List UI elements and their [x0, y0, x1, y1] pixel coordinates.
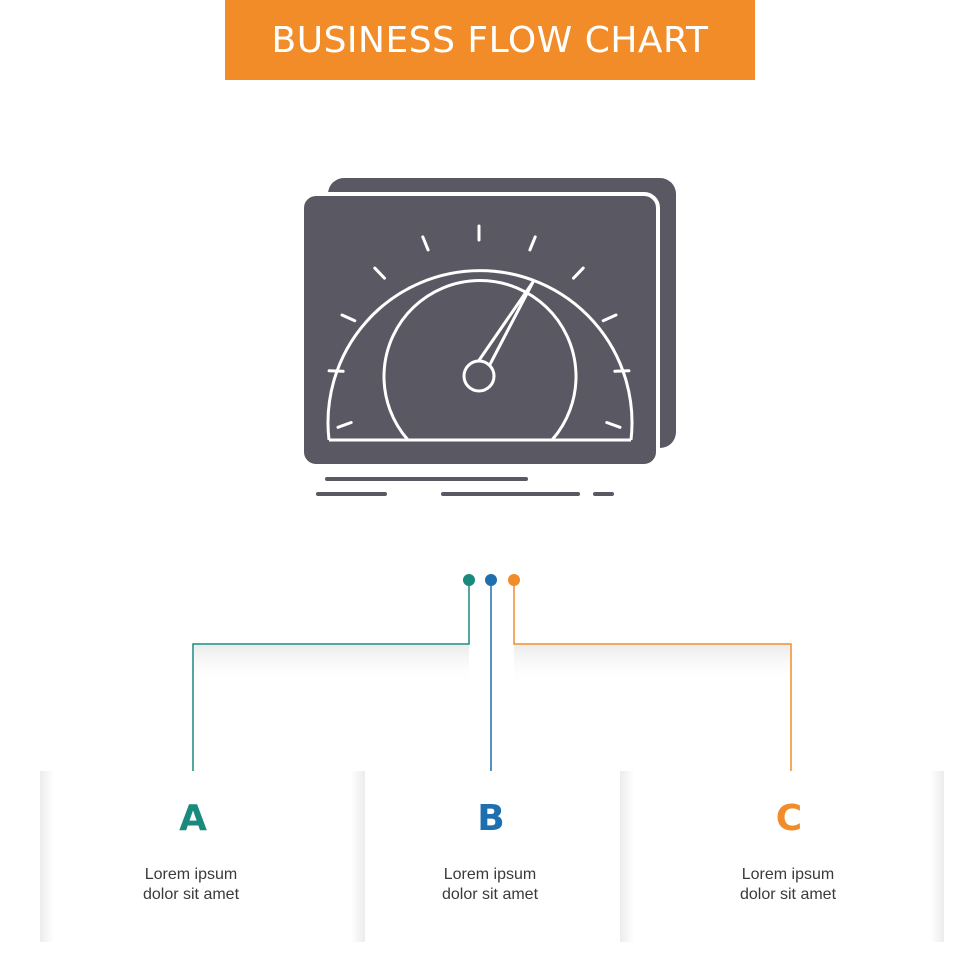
step-a-letter: A [179, 798, 207, 839]
step-panel-a [40, 771, 365, 942]
step-a-description: Lorem ipsum dolor sit amet [91, 865, 291, 905]
connector-a-shadow [194, 645, 469, 685]
connector-c [513, 580, 792, 780]
gauge-ticks [327, 224, 631, 429]
step-a-line1: Lorem ipsum [144, 866, 238, 883]
step-a-line2: dolor sit amet [142, 886, 240, 903]
gauge-hub [462, 359, 496, 393]
step-panel-c [620, 771, 944, 942]
title-banner: BUSINESS FLOW CHART [225, 0, 755, 80]
step-b-letter: B [477, 798, 505, 839]
gauge-tick [613, 369, 631, 373]
connector-lines [192, 580, 792, 780]
gauge-inner-arc [382, 279, 578, 441]
dot-a [463, 574, 475, 586]
connector-c-shadow [514, 645, 790, 685]
connector-a [192, 580, 470, 780]
speed-lines [316, 477, 614, 496]
gauge-tick [373, 266, 386, 280]
gauge-tick [605, 421, 622, 429]
gauge-outer-arc [326, 269, 634, 441]
step-b-line1: Lorem ipsum [443, 866, 537, 883]
step-c-description: Lorem ipsum dolor sit amet [688, 865, 888, 905]
dot-c [508, 574, 520, 586]
step-b-line2: dolor sit amet [441, 886, 539, 903]
front-panel-shape [300, 192, 660, 468]
step-c-line1: Lorem ipsum [741, 866, 835, 883]
gauge-tick [528, 235, 537, 252]
chart-title: BUSINESS FLOW CHART [271, 19, 709, 61]
step-c-line2: dolor sit amet [739, 886, 837, 903]
step-panel-b [365, 771, 620, 942]
gauge-tick [572, 266, 585, 280]
gauge-tick [340, 313, 357, 323]
dashboard-speedometer-icon [300, 178, 676, 496]
gauge-tick [421, 235, 430, 252]
step-c-letter: C [775, 798, 803, 839]
gauge-tick [336, 421, 353, 429]
step-b-description: Lorem ipsum dolor sit amet [390, 865, 590, 905]
gauge-tick [327, 369, 345, 373]
dot-b [485, 574, 497, 586]
gauge-tick [601, 313, 618, 323]
